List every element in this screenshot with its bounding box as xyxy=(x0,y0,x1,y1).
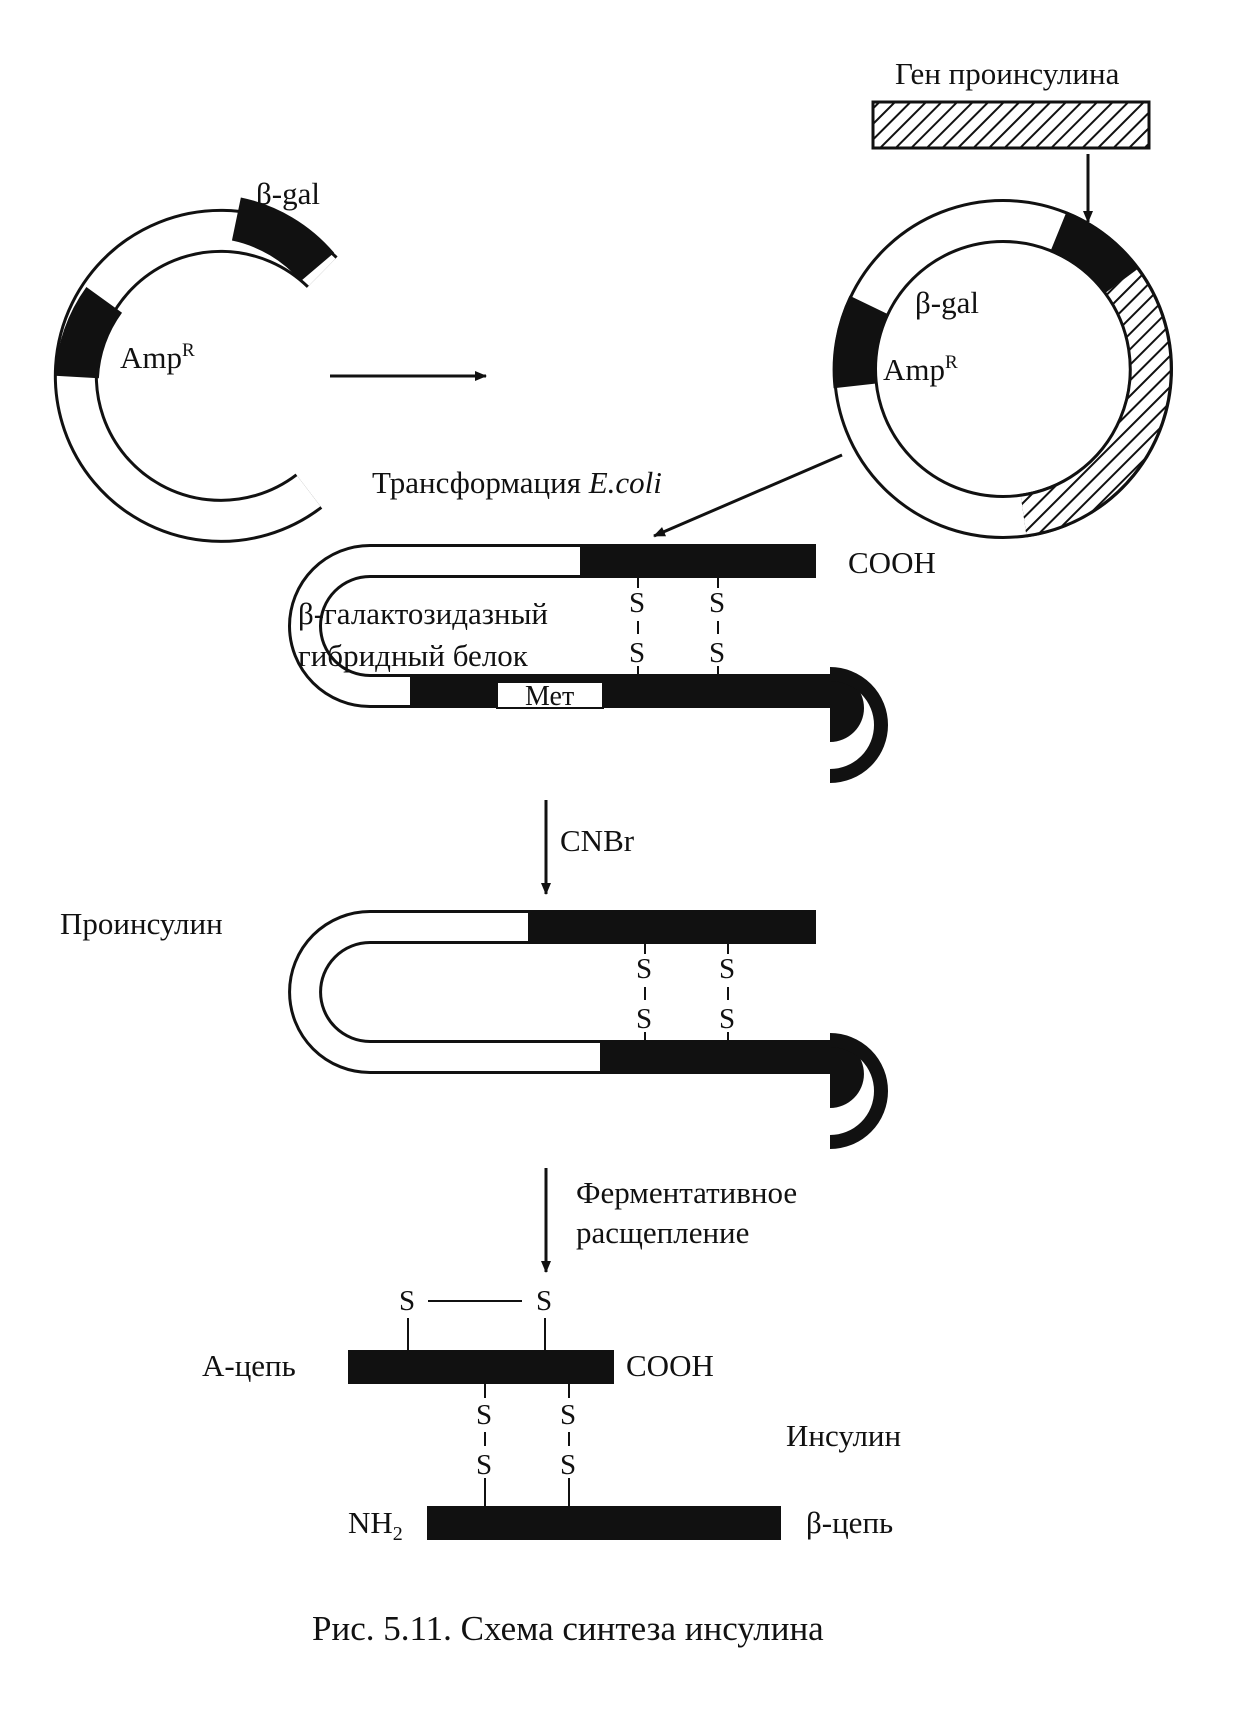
proinsulin-molecule xyxy=(288,910,888,1149)
cooh-label-a-chain: COOH xyxy=(626,1348,714,1383)
ampr-label-left: AmpR xyxy=(120,340,195,375)
beta-gal-segment-right xyxy=(1049,211,1140,295)
svg-text:S: S xyxy=(629,637,645,669)
disulfide-bond-insulin-1: S S xyxy=(476,1384,492,1506)
svg-text:S: S xyxy=(719,1003,735,1035)
disulfide-bond-insulin-2: S S xyxy=(560,1384,576,1506)
ecoli-label: E.coli xyxy=(588,465,662,500)
svg-text:S: S xyxy=(536,1285,552,1317)
figure-caption: Рис. 5.11. Схема синтеза инсулина xyxy=(312,1609,824,1648)
met-box xyxy=(496,681,604,709)
hybrid-protein-label-1: β-галактозидазный xyxy=(298,596,548,631)
proinsulin-chain xyxy=(288,910,605,1074)
cnbr-label: CNBr xyxy=(560,823,635,858)
disulfide-bond-proinsulin-2: S S xyxy=(719,944,735,1040)
svg-text:S: S xyxy=(719,953,735,985)
met-label: Мет xyxy=(525,681,574,712)
a-chain-intrachain-bond: S S xyxy=(399,1285,552,1350)
svg-text:S: S xyxy=(709,587,725,619)
disulfide-bond-hybrid-2: S S xyxy=(709,578,725,674)
svg-text:S: S xyxy=(709,637,725,669)
svg-text:S: S xyxy=(560,1399,576,1431)
transformation-label: Трансформация E.coli xyxy=(372,465,662,500)
b-chain-label: β-цепь xyxy=(806,1505,893,1540)
b-chain-block xyxy=(427,1506,781,1540)
beta-gal-label-left: β-gal xyxy=(256,176,320,211)
proinsulin-label: Проинсулин xyxy=(60,906,223,941)
svg-text:S: S xyxy=(560,1449,576,1481)
disulfide-bond-proinsulin-1: S S xyxy=(636,944,652,1040)
cooh-label-hybrid: COOH xyxy=(848,545,936,580)
insulin-label: Инсулин xyxy=(786,1418,901,1453)
nh2-label: NH2 xyxy=(348,1505,403,1545)
proinsulin-bottom-block xyxy=(600,1040,864,1108)
ampr-segment xyxy=(54,287,123,379)
disulfide-bond-hybrid-1: S S xyxy=(629,578,645,674)
ampr-label-right: AmpR xyxy=(883,352,958,387)
hybrid-protein xyxy=(288,544,888,783)
gene-proinsulin-label: Ген проинсулина xyxy=(895,56,1120,91)
proinsulin-gene-block xyxy=(871,100,1151,150)
svg-text:S: S xyxy=(636,953,652,985)
hybrid-top-block xyxy=(580,544,816,578)
beta-gal-label-right: β-gal xyxy=(915,285,979,320)
ampr-segment-right xyxy=(832,295,890,389)
a-chain-block xyxy=(348,1350,614,1384)
transformation-arrow xyxy=(653,453,843,538)
enzymatic-label-1: Ферментативное xyxy=(576,1175,797,1210)
svg-text:S: S xyxy=(476,1399,492,1431)
hybrid-protein-label-2: гибридный белок xyxy=(298,638,529,673)
a-chain-label: А-цепь xyxy=(202,1348,296,1383)
open-plasmid xyxy=(53,197,338,543)
svg-text:S: S xyxy=(636,1003,652,1035)
recombinant-plasmid xyxy=(832,199,1173,539)
svg-text:S: S xyxy=(629,587,645,619)
svg-text:S: S xyxy=(476,1449,492,1481)
enzymatic-label-2: расщепление xyxy=(576,1215,749,1250)
hybrid-bottom-block xyxy=(410,674,864,742)
proinsulin-top-block xyxy=(528,910,816,944)
svg-text:S: S xyxy=(399,1285,415,1317)
beta-gal-segment xyxy=(231,197,335,282)
